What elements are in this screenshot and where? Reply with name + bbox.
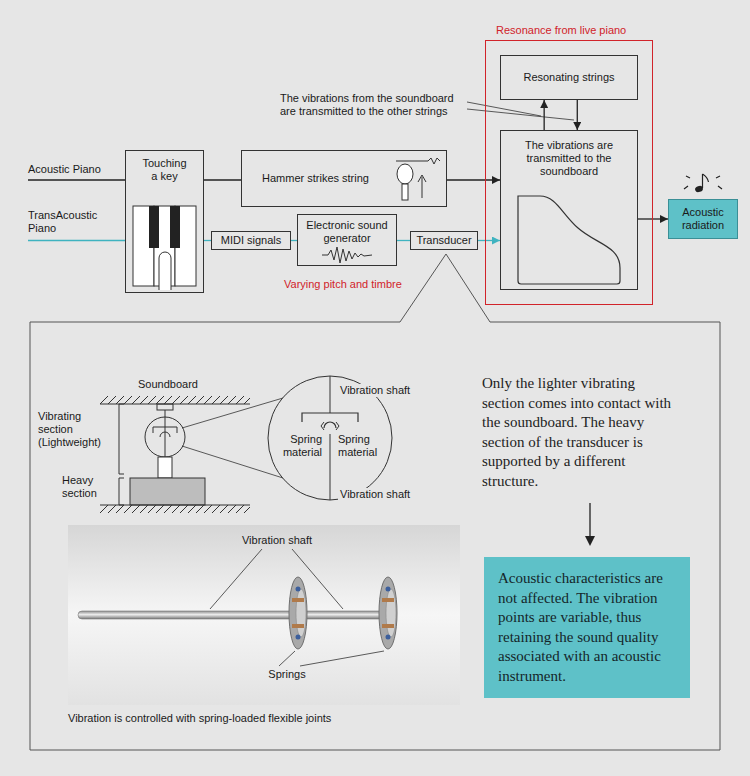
annotation-label: Spring material [276,433,322,459]
box-label: Resonating strings [523,71,614,84]
shaft-line [330,376,331,413]
spring-symbol [321,422,339,430]
spring-part [382,624,394,628]
connector-line [204,240,211,241]
transducer-photo [68,525,460,705]
screw [296,635,301,640]
black-key [149,206,159,248]
process-box: Transducer [410,231,478,250]
box-label: MIDI signals [221,234,282,247]
process-box: MIDI signals [211,231,291,250]
screw [386,635,391,640]
disc [386,589,396,637]
disc [296,589,306,637]
connector-arrow [478,240,500,241]
box-label: Acoustic characteristics are not affecte… [498,569,676,686]
group-heading: Resonance from live piano [496,24,626,37]
signal-line [28,240,125,241]
disc [379,577,397,649]
annotation-label: The vibrations from the soundboard are t… [280,92,464,118]
note-flag [703,174,709,182]
keyboard-icon [133,206,196,290]
annotation-label: Vibration shaft [232,534,322,547]
black-key [170,206,180,248]
joint-symbol [160,432,170,437]
connector-line [397,240,410,241]
screw [296,587,301,592]
leader-line [279,651,384,666]
annotation-label: Springs [262,668,312,681]
base-hatch [100,505,250,513]
heavy-block [130,478,205,505]
annotation-label: TransAcoustic Piano [28,209,108,235]
connector-arrow [577,100,578,130]
box-label: Acoustic radiation [672,206,734,232]
bracket [119,404,124,474]
note-stem [702,174,703,188]
result-arrow [589,503,590,538]
connector-arrow [544,100,545,130]
joint-symbol [324,422,336,428]
disc [289,577,307,649]
annotation-label: Soundboard [138,378,218,391]
annotation-label: Vibration shaft [338,384,416,397]
spring-part [382,598,394,602]
process-box: Electronic sound generator [297,214,397,266]
process-box: Touching a key [125,150,204,293]
box-label: Electronic sound generator [303,219,391,245]
bracket [119,478,124,505]
motion-arrow [422,177,423,198]
output-box: Acoustic radiation [668,199,738,239]
connector-arrow [447,179,500,180]
leader-line [467,102,574,120]
string-symbol [396,158,440,164]
process-box: The vibrations are transmitted to the so… [500,130,638,290]
box-label: Hammer strikes string [262,172,402,185]
photo-ground [68,525,460,705]
sound-dashes [684,176,722,189]
soundboard-hatch [100,396,250,404]
screw [386,587,391,592]
connector-line [204,179,241,180]
stalk [158,457,172,478]
joint-circle [145,417,185,457]
annotation-label: Acoustic Piano [28,163,128,176]
hammer-shank [402,184,408,200]
detail-panel [30,254,720,750]
annotation-label: Vibrating section (Lightweight) [38,410,114,449]
annotation-label: Spring material [338,433,384,459]
rod [78,611,396,619]
spring-part [292,598,304,602]
hammer-head [397,164,413,184]
leader-line [210,549,343,609]
box-label: Transducer [416,234,471,247]
group-box: Resonance from live pianoResonating stri… [485,40,653,305]
annotation-label: Vibration shaft [338,488,416,501]
note-icon [684,174,722,193]
motion-arrow [418,175,426,182]
connectors [204,100,668,241]
finger [159,252,171,290]
joint-plate [302,413,358,422]
photo-caption: Vibration is controlled with spring-load… [68,712,460,725]
description-text: Only the lighter vibrating section comes… [482,374,678,491]
box-label: Touching a key [140,157,190,183]
signal-line [28,179,125,180]
annotation-label: Heavy section [62,474,112,500]
box-label: The vibrations are transmitted to the so… [519,139,619,178]
note-box: Acoustic characteristics are not affecte… [484,557,690,698]
shaft-line [330,434,331,500]
contact-piece [157,404,173,410]
hammer-icon [396,158,440,200]
waveform [322,247,372,263]
result-arrowhead [585,536,595,546]
process-box: Resonating strings [500,55,638,100]
connector-arrow [638,218,668,219]
spring-part [292,624,304,628]
annotation-label: Varying pitch and timbre [284,278,410,291]
soundboard-outline [518,196,620,284]
process-box: Hammer strikes string [241,150,447,207]
